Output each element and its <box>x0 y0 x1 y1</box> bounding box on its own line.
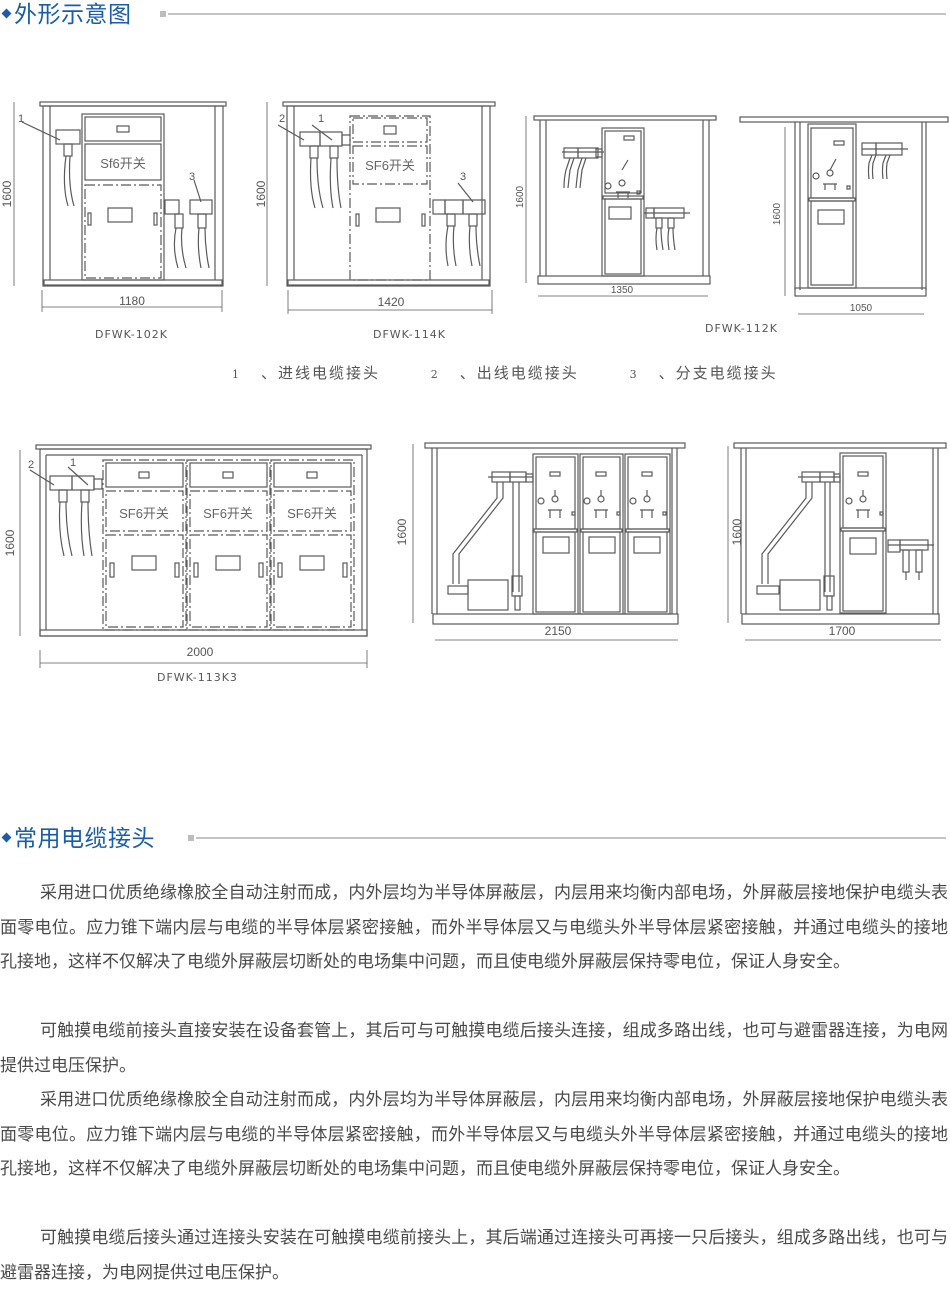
height-dimension: 1600 <box>515 185 526 208</box>
paragraph: 采用进口优质绝缘橡胶全自动注射而成，内外层均为半导体屏蔽层，内层用来均衡内部电场… <box>0 1090 948 1179</box>
width-dimension: 2000 <box>187 645 214 659</box>
connector-legend: 1、进线电缆接头 2、出线电缆接头 3、分支电缆接头 <box>232 362 822 383</box>
width-dimension: 1050 <box>850 303 873 314</box>
width-dimension: 2150 <box>545 624 572 638</box>
square-bullet-icon <box>188 835 194 841</box>
diagram-2150: 2150 1600 <box>395 442 686 641</box>
header-rule <box>168 13 946 15</box>
header-rule <box>196 837 946 839</box>
width-dimension: 1420 <box>378 295 405 309</box>
height-dimension: 1600 <box>254 180 268 207</box>
model-caption: DFWK-113K3 <box>157 671 238 684</box>
diamond-bullet-icon <box>1 832 12 843</box>
paragraph: 采用进口优质绝缘橡胶全自动注射而成，内外层均为半导体屏蔽层，内层用来均衡内部电场… <box>0 883 948 972</box>
square-bullet-icon <box>160 11 166 17</box>
switch-label: SF6开关 <box>287 506 337 521</box>
ring-main-unit <box>624 453 671 615</box>
ring-main-unit <box>839 452 887 614</box>
callout-2: 2 <box>279 113 285 125</box>
section-title: 外形示意图 <box>14 2 132 28</box>
height-dimension: 1600 <box>0 180 14 207</box>
switch-unit <box>186 459 271 631</box>
diamond-bullet-icon <box>1 8 12 19</box>
height-dimension: 1600 <box>395 518 409 545</box>
diagram-1700: 1700 1600 <box>727 442 947 641</box>
section-header-outline: 外形示意图 <box>0 0 950 30</box>
paragraph: 可触摸电缆前接头直接安装在设备套管上，其后可与可触摸电缆后接头连接，组成多路出线… <box>0 1021 948 1076</box>
diagram-dfwk-114k: 2 1 3 SF6开关 1420 1600 <box>254 101 496 314</box>
width-dimension: 1180 <box>119 294 145 308</box>
switch-label: Sf6开关 <box>100 156 146 171</box>
ring-main-unit <box>532 453 579 615</box>
diagram-dfwk-102k: 1 3 Sf6开关 1180 1600 <box>0 101 227 312</box>
paragraph: 可触摸电缆后接头通过连接头安装在可触摸电缆前接头上，其后端通过连接头可再接一只后… <box>0 1228 948 1283</box>
switch-unit <box>102 459 187 631</box>
height-dimension: 1600 <box>3 529 17 556</box>
callout-1: 1 <box>70 457 76 469</box>
callout-1: 1 <box>18 113 24 125</box>
height-dimension: 1600 <box>772 202 783 225</box>
callout-3: 3 <box>189 171 195 183</box>
height-dimension: 1600 <box>730 518 744 545</box>
callout-3: 3 <box>460 171 466 183</box>
callout-1: 1 <box>318 113 324 125</box>
model-caption: DFWK-112K <box>705 322 778 335</box>
legend-item-3: 3、分支电缆接头 <box>629 364 778 382</box>
diagram-dfwk-113k3: 2 1 SF6开关 SF6开关 SF6开关 2000 1600 <box>3 444 372 668</box>
switch-label: SF6开关 <box>119 506 169 521</box>
width-dimension: 1350 <box>611 285 634 296</box>
legend-item-1: 1、进线电缆接头 <box>232 364 381 382</box>
switch-label: SF6开关 <box>365 158 415 173</box>
legend-item-2: 2、出线电缆接头 <box>430 364 579 382</box>
callout-2: 2 <box>28 459 34 471</box>
section-header-cable-joints: 常用电缆接头 <box>0 824 950 854</box>
switch-label: SF6开关 <box>203 506 253 521</box>
switch-unit <box>270 459 355 631</box>
model-caption: DFWK-102K <box>95 328 168 341</box>
model-caption: DFWK-114K <box>373 328 446 341</box>
diagram-dfwk-112k: 1050 1600 <box>739 116 949 315</box>
section-title: 常用电缆接头 <box>14 826 155 852</box>
width-dimension: 1700 <box>829 624 856 638</box>
diagram-1350: 1350 1600 <box>515 115 717 297</box>
ring-main-unit <box>579 453 624 615</box>
